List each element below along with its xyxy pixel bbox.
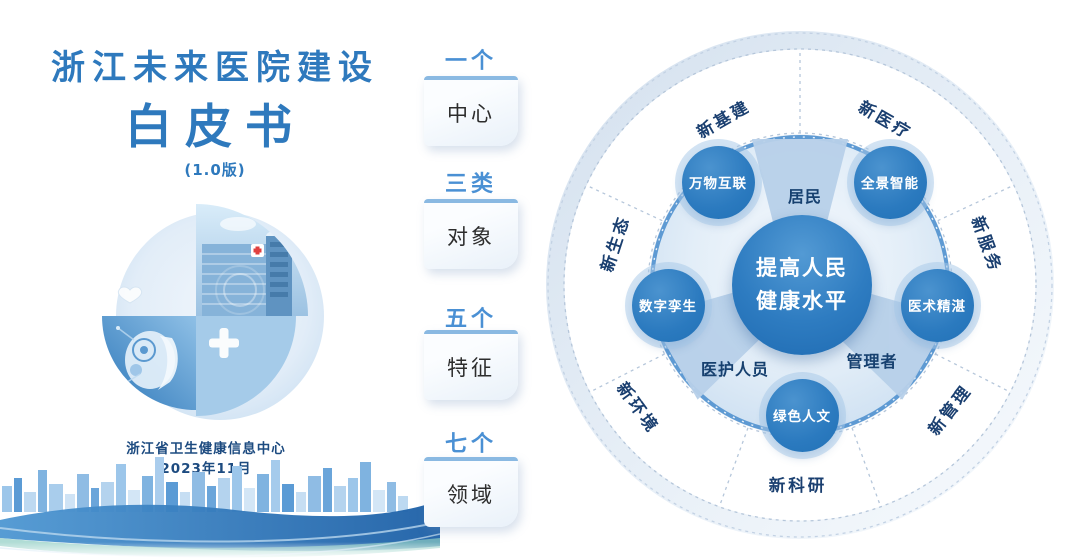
outline-card-domains-label: 领域 [447,483,495,507]
water-waves [0,500,440,559]
ai-robot-quadrant [102,316,196,410]
city-skyline-graphic [0,457,440,559]
outline-card-center: 中心 [424,76,518,146]
skyline-buildings [2,457,408,512]
outline-card-objects: 对象 [424,199,518,269]
object-label-medical-staff: 医护人员 [700,360,770,379]
outline-column: 一个 中心 三类 对象 五个 特征 七个 领域 [415,0,555,559]
publish-date: 2023年11月 [160,461,252,477]
medical-cross-icon [209,328,239,358]
medical-cross-quadrant [196,316,296,416]
cover-title: 浙江未来医院建设 [51,48,379,88]
heart-icon [117,286,143,304]
feature-bubble-digital-twin: 数字孪生 [631,268,705,342]
center-goal-line1: 提高人民 [756,256,848,281]
center-goal-circle: 提高人民 健康水平 [732,215,872,355]
feature-bubble-green-humanity: 绿色人文 [765,378,839,452]
center-goal-line2: 健康水平 [756,289,848,313]
publisher-name: 浙江省卫生健康信息中心 [126,441,286,457]
domain-label-new-research: 新科研 [768,476,828,495]
outline-card-features: 特征 [424,330,518,400]
feature-bubble-iot: 万物互联 [681,145,755,219]
red-cross-icon [251,244,264,257]
cover-version: (1.0版) [184,161,246,179]
hospital-diagram: 居民 医护人员 管理者 万物互联 全景智能 数字孪生 医术精湛 绿色人文 提高人… [540,25,1060,545]
cover-art [88,198,358,443]
feature-bubble-medical-excellence: 医术精湛 [900,268,974,342]
outline-card-center-label: 中心 [447,102,495,126]
outline-count-three: 三类 [444,172,497,197]
outline-count-five: 五个 [444,307,497,332]
outline-card-objects-label: 对象 [447,225,495,249]
hospital-photo-quadrant [196,204,308,316]
outline-card-domains: 领域 [424,457,518,527]
book-cover: 浙江未来医院建设 白皮书 (1.0版) [0,0,440,559]
outline-count-one: 一个 [444,49,497,74]
cover-subtitle: 白皮书 [125,100,305,155]
outline-count-seven: 七个 [444,432,497,457]
outline-card-features-label: 特征 [447,356,495,380]
feature-bubble-panoramic-intelligence: 全景智能 [853,145,927,219]
object-label-managers: 管理者 [846,352,898,371]
object-label-residents: 居民 [787,187,823,206]
